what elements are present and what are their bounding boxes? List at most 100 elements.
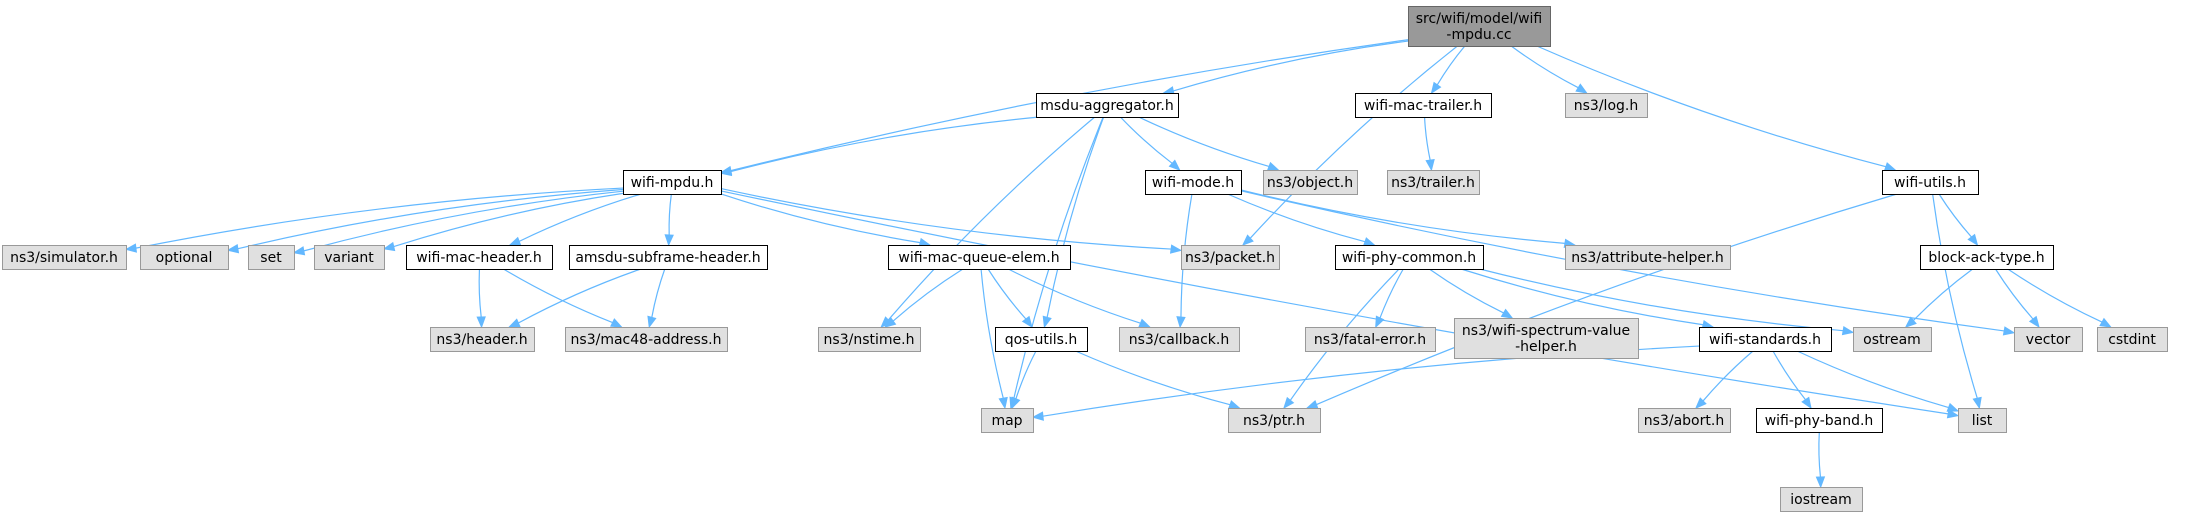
edge-arrowhead [998, 396, 1008, 410]
node-box [1387, 170, 1480, 195]
edge-line [1436, 45, 1466, 86]
edge-wifi-mac-trailer-h-to-ns3-trailer-h [1423, 116, 1435, 172]
edge-arrowhead [1425, 158, 1435, 172]
edge-block-ack-type-h-to-cstdint [2007, 268, 2112, 328]
node-box [2014, 327, 2083, 352]
node-label: qos-utils.h [1005, 332, 1078, 348]
edge-wifi-utils-h-to-block-ack-type-h [1938, 193, 1979, 247]
edge-msdu-aggregator-h-to-wifi-mpdu-h [719, 116, 1040, 177]
edge-line [1046, 116, 1105, 318]
node-label: ns3/callback.h [1129, 332, 1229, 348]
node-wifi-mode-h[interactable]: wifi-mode.h [1145, 170, 1242, 195]
edge-msdu-aggregator-h-to-wifi-mode-h [1119, 116, 1181, 171]
edge-wifi-mac-queue-elem-h-to-ns3-nstime-h [884, 268, 964, 328]
edge-wifi-mpdu-h-to-amsdu-subframe-header-h [664, 193, 674, 247]
node-label: ns3/nstime.h [824, 332, 915, 348]
node-label: ns3/ptr.h [1243, 413, 1305, 429]
edge-line [1379, 268, 1404, 319]
node-label: wifi-phy-band.h [1765, 413, 1874, 429]
edge-arrowhead [1362, 237, 1376, 247]
node-box [1565, 245, 1731, 270]
node-wifi-mac-header-h[interactable]: wifi-mac-header.h [406, 245, 553, 270]
node-box [569, 245, 768, 270]
node-box [1756, 408, 1883, 433]
node-label: ns3/fatal-error.h [1314, 332, 1426, 348]
edge-line [303, 190, 624, 252]
edge-wifi-mac-queue-elem-h-to-map [980, 268, 1008, 410]
node-box [1181, 245, 1280, 270]
node-wifi-mac-queue-elem-h[interactable]: wifi-mac-queue-elem.h [888, 245, 1071, 270]
node-label: -mpdu.cc [1446, 27, 1511, 43]
edge-root-to-ns3-log-h [1510, 45, 1588, 94]
node-list: list [1958, 408, 2007, 433]
node-block-ack-type-h[interactable]: block-ack-type.h [1920, 245, 2054, 270]
node-label: ns3/object.h [1267, 175, 1353, 191]
edge-arrowhead [1168, 159, 1181, 171]
edge-line [1249, 45, 1458, 239]
node-ns3-nstime-h: ns3/nstime.h [818, 327, 921, 352]
node-label: ns3/simulator.h [10, 250, 118, 266]
edge-wifi-standards-h-to-ns3-abort-h [1695, 350, 1754, 409]
edge-line [892, 268, 964, 322]
node-box [1638, 408, 1731, 433]
node-root[interactable]: src/wifi/model/wifi-mpdu.cc [1408, 6, 1551, 47]
node-wifi-phy-common-h[interactable]: wifi-phy-common.h [1335, 245, 1484, 270]
edge-qos-utils-h-to-map [1011, 350, 1037, 410]
edge-arrowhead [1375, 315, 1385, 329]
node-box [1355, 93, 1492, 118]
edge-wifi-mac-queue-elem-h-to-ns3-callback-h [1007, 268, 1151, 328]
edge-arrowhead [1176, 316, 1186, 329]
edge-arrowhead [1967, 233, 1979, 247]
edge-arrowhead [1011, 396, 1021, 410]
node-wifi-utils-h[interactable]: wifi-utils.h [1882, 170, 1979, 195]
node-wifi-standards-h[interactable]: wifi-standards.h [1699, 327, 1832, 352]
node-box [2, 245, 127, 270]
node-label: variant [324, 250, 374, 266]
node-ns3-object-h: ns3/object.h [1263, 170, 1358, 195]
node-box [1228, 408, 1321, 433]
node-box [1780, 487, 1863, 512]
edge-arrowhead [2099, 317, 2112, 328]
edge-arrowhead [1972, 396, 1982, 410]
edge-line [980, 268, 1004, 399]
node-label: list [1972, 413, 1993, 429]
edge-wifi-mpdu-h-to-wifi-mac-queue-elem-h [720, 193, 932, 248]
node-box [1454, 318, 1639, 359]
edge-qos-utils-h-to-ns3-ptr-h [1075, 350, 1241, 410]
node-wifi-mac-trailer-h[interactable]: wifi-mac-trailer.h [1355, 93, 1492, 118]
node-map: map [981, 408, 1034, 433]
node-box [1882, 170, 1979, 195]
node-box [888, 245, 1071, 270]
edge-line [1007, 268, 1141, 324]
node-wifi-phy-band-h[interactable]: wifi-phy-band.h [1756, 408, 1883, 433]
node-box [1119, 327, 1240, 352]
node-box [248, 245, 295, 270]
node-wifi-mpdu-h[interactable]: wifi-mpdu.h [623, 170, 722, 195]
edge-line [1428, 268, 1504, 314]
nodes-layer: src/wifi/model/wifi-mpdu.cc msdu-aggregat… [2, 6, 2168, 512]
edge-line [1119, 116, 1173, 164]
edge-amsdu-subframe-header-h-to-ns3-header-h [507, 268, 641, 328]
edge-arrowhead [1042, 315, 1052, 329]
node-label: ns3/packet.h [1185, 250, 1275, 266]
node-ns3-callback-h: ns3/callback.h [1119, 327, 1240, 352]
node-box [1335, 245, 1484, 270]
edge-arrowhead [476, 316, 486, 329]
edge-arrowhead [508, 236, 522, 246]
edge-wifi-mpdu-h-to-list [720, 190, 1960, 419]
edge-wifi-mac-queue-elem-h-to-qos-utils-h [987, 268, 1033, 329]
edge-line [518, 193, 642, 242]
edge-wifi-phy-common-h-to-ns3-wifi-spectrum-value-helper-h [1428, 268, 1514, 319]
node-msdu-aggregator-h[interactable]: msdu-aggregator.h [1036, 93, 1179, 118]
edge-arrowhead [1266, 161, 1280, 171]
node-label: -helper.h [1515, 339, 1577, 355]
node-ns3-simulator-h: ns3/simulator.h [2, 245, 127, 270]
edge-line [987, 268, 1027, 320]
node-amsdu-subframe-header-h[interactable]: amsdu-subframe-header.h [569, 245, 768, 270]
edge-arrowhead [1883, 162, 1897, 172]
node-label: vector [2026, 332, 2071, 348]
node-box [1263, 170, 1358, 195]
node-label: map [991, 413, 1022, 429]
edge-wifi-mac-header-h-to-ns3-header-h [476, 268, 486, 329]
node-qos-utils-h[interactable]: qos-utils.h [995, 327, 1088, 352]
